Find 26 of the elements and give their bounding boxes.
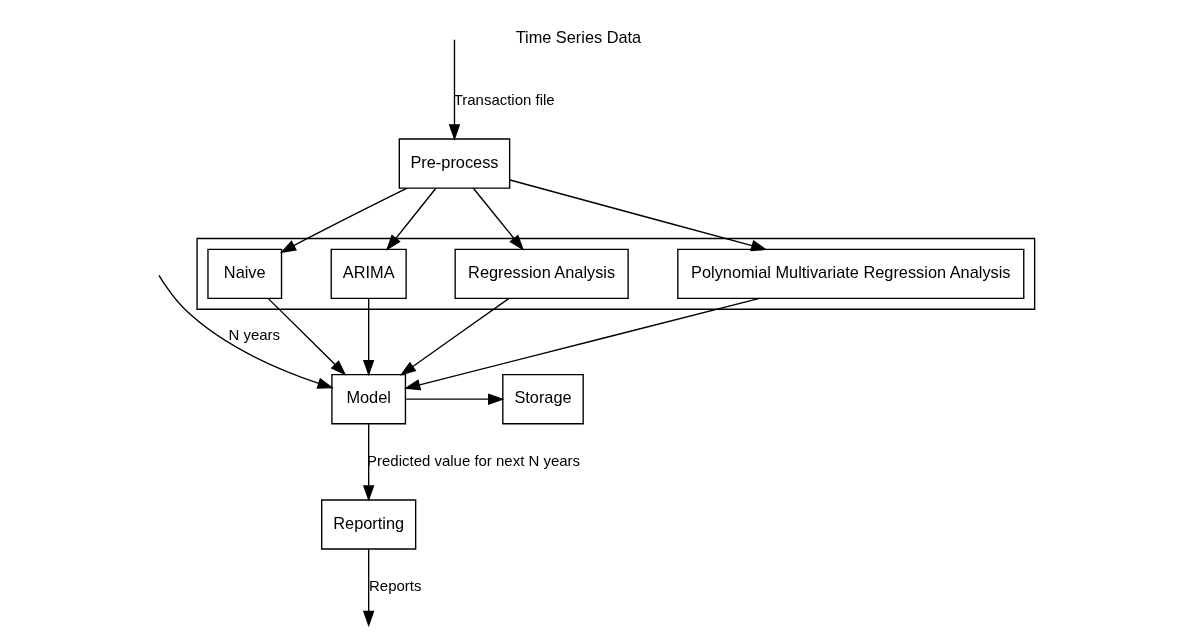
arrow [362, 298, 374, 377]
edge-label: Transaction file [453, 90, 555, 108]
arrow [362, 548, 374, 628]
node-box: Regression Analysis [454, 248, 629, 300]
arrow [267, 298, 346, 376]
node-box: Polynomial Multivariate Regression Analysis [676, 248, 1024, 300]
node-box: Model [330, 374, 406, 425]
arrow [385, 187, 437, 251]
edge-label: Predicted value for next N years [366, 451, 580, 469]
node-box: Reporting [320, 499, 416, 550]
node-box: Pre-process [398, 138, 510, 189]
arrow [403, 297, 760, 391]
arrow [404, 393, 504, 405]
node-box: Naive [206, 248, 282, 300]
arrow [472, 187, 524, 251]
node-box: ARIMA [330, 248, 407, 300]
arrow [362, 423, 374, 502]
arrow [508, 179, 767, 252]
node-box: Storage [501, 374, 584, 425]
arrow [157, 274, 334, 389]
label: Time Series Data [515, 27, 641, 46]
arrow [399, 297, 509, 376]
edge-label: N years [227, 326, 280, 344]
edge-label: Reports [368, 576, 421, 594]
arrow [448, 39, 460, 141]
arrow [279, 187, 407, 254]
